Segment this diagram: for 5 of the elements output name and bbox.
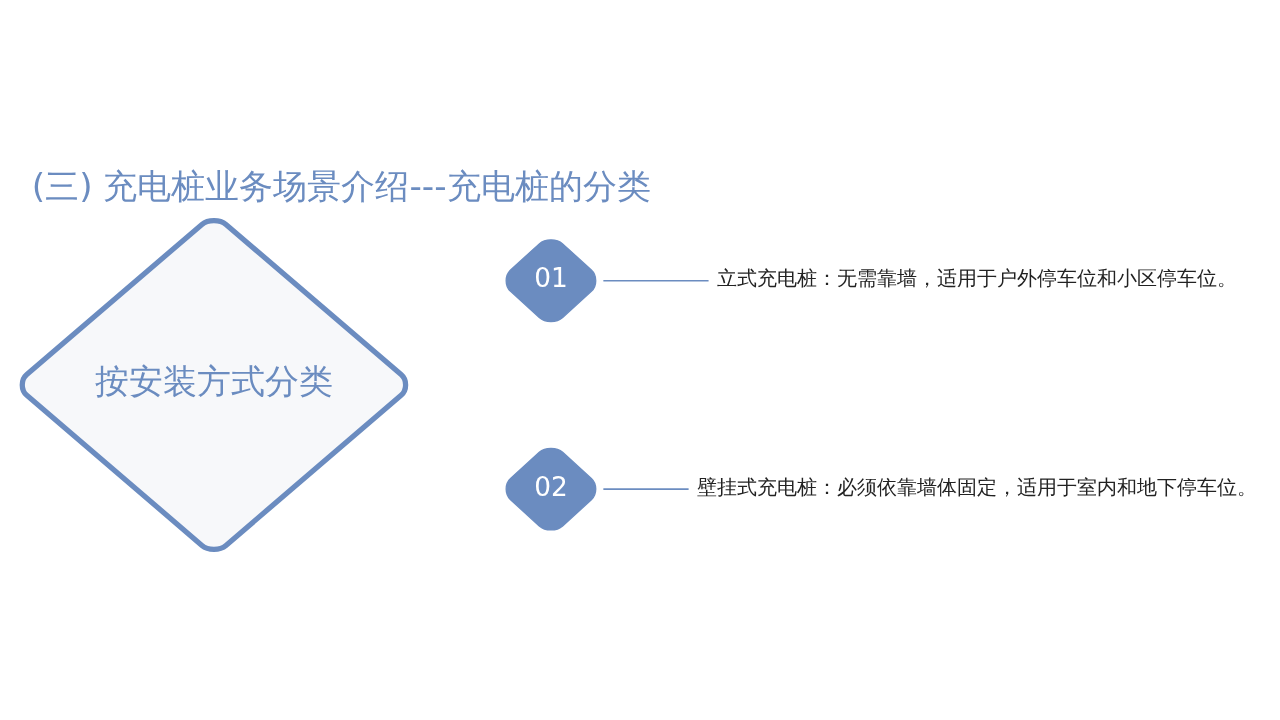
diagram-title: (三) 充电桩业务场景介绍---充电桩的分类 (31, 165, 651, 206)
node-text: 壁挂式充电桩：必须依靠墙体固定，适用于室内和地下停车位。 (697, 475, 1258, 499)
connector (602, 487, 690, 490)
node-text: 立式充电桩：无需靠墙，适用于户外停车位和小区停车位。 (717, 266, 1238, 290)
connector (602, 279, 710, 281)
